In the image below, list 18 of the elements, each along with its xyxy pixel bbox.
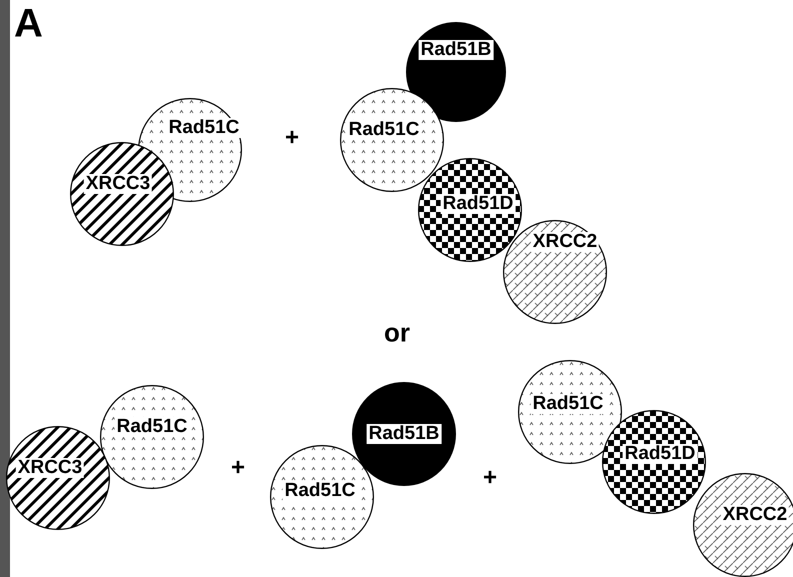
plus-sign: + [483, 464, 497, 492]
protein-label: Rad51C [346, 120, 422, 140]
protein-label: Rad51C [114, 417, 190, 437]
protein-label: Rad51D [440, 194, 516, 214]
or-word: or [384, 318, 410, 348]
protein-label: XRCC2 [530, 232, 600, 252]
plus-sign: + [231, 454, 245, 482]
protein-label: Rad51D [622, 444, 698, 464]
protein-label: Rad51C [166, 118, 242, 138]
protein-label: XRCC3 [16, 458, 84, 478]
protein-label: XRCC3 [84, 174, 152, 194]
protein-label: Rad51C [282, 481, 358, 501]
protein-label: Rad51C [530, 394, 606, 414]
protein-label: Rad51B [418, 40, 494, 60]
panel-label: A [14, 2, 43, 46]
protein-label: Rad51B [366, 424, 442, 444]
protein-label: XRCC2 [720, 505, 790, 525]
plus-sign: + [285, 124, 299, 152]
